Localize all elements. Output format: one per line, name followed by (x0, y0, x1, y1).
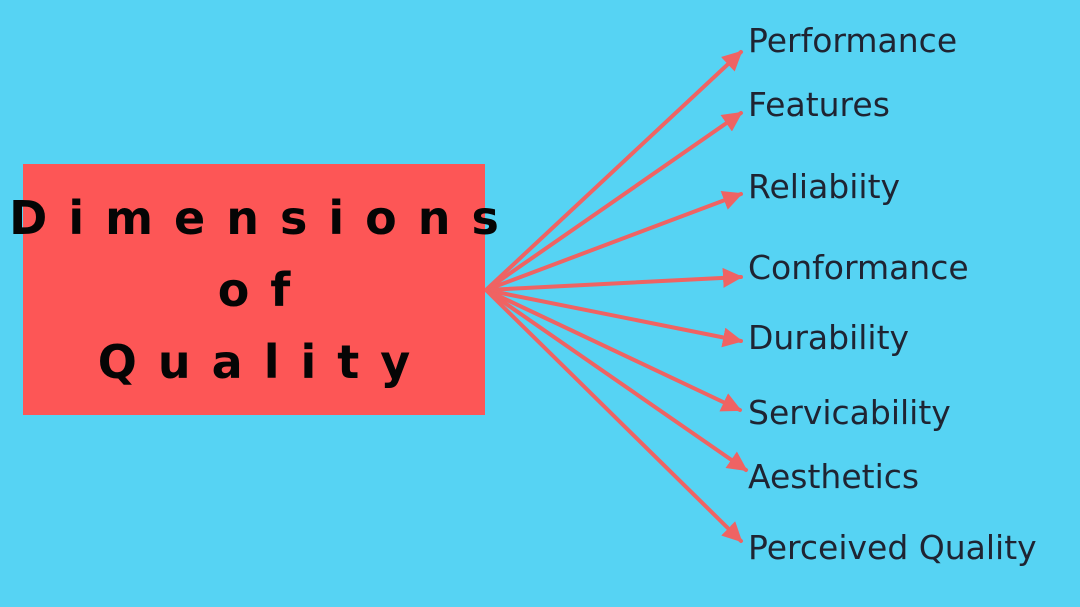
dimension-label-reliability: Reliabiity (748, 167, 901, 206)
title-line-3: Quality (97, 334, 432, 389)
arrow-to-aesthetics (484, 288, 748, 472)
arrow-to-features (484, 111, 743, 292)
dimension-label-features: Features (748, 85, 890, 124)
dimension-label-perceived-quality: Perceived Quality (748, 528, 1037, 567)
main-concept-box: Dimensions of Quality (9, 164, 499, 415)
title-line-2: of (217, 262, 312, 317)
arrow-to-perceived-quality (484, 288, 743, 543)
arrow-to-performance (484, 50, 743, 292)
dimension-label-durability: Durability (748, 318, 910, 357)
arrow-to-durability (484, 288, 743, 348)
dimension-label-aesthetics: Aesthetics (748, 457, 920, 496)
arrow-to-servicability (484, 288, 742, 412)
title-line-1: Dimensions (9, 190, 520, 245)
arrow-to-reliability (484, 190, 743, 292)
arrow-to-conformance (484, 267, 743, 292)
dimension-label-performance: Performance (748, 21, 958, 60)
dimension-label-conformance: Conformance (748, 248, 969, 287)
dimension-label-servicability: Servicability (748, 393, 951, 432)
